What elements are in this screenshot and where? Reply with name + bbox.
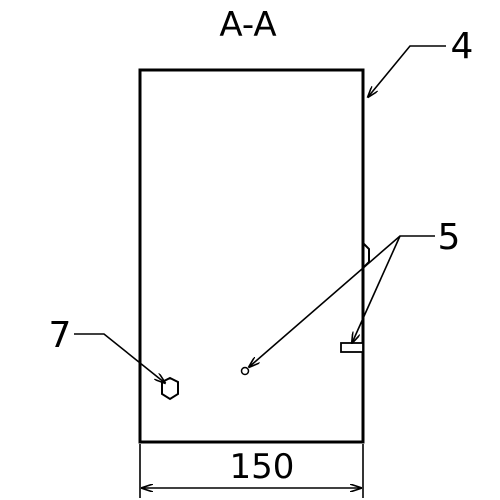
callout-label-4: 4	[451, 26, 474, 67]
dimension-label: 150	[230, 447, 295, 487]
hex-nut-feature	[161, 376, 179, 401]
leader-line-5-slot	[352, 235, 401, 343]
slot-feature	[340, 342, 364, 353]
callout-label-7: 7	[49, 315, 72, 356]
callout-label-5: 5	[438, 217, 461, 258]
hole-feature	[240, 366, 250, 376]
section-outline	[138, 68, 365, 444]
leader-line-4	[368, 45, 446, 97]
section-title: A-A	[219, 5, 276, 45]
leader-line-7	[74, 333, 165, 383]
